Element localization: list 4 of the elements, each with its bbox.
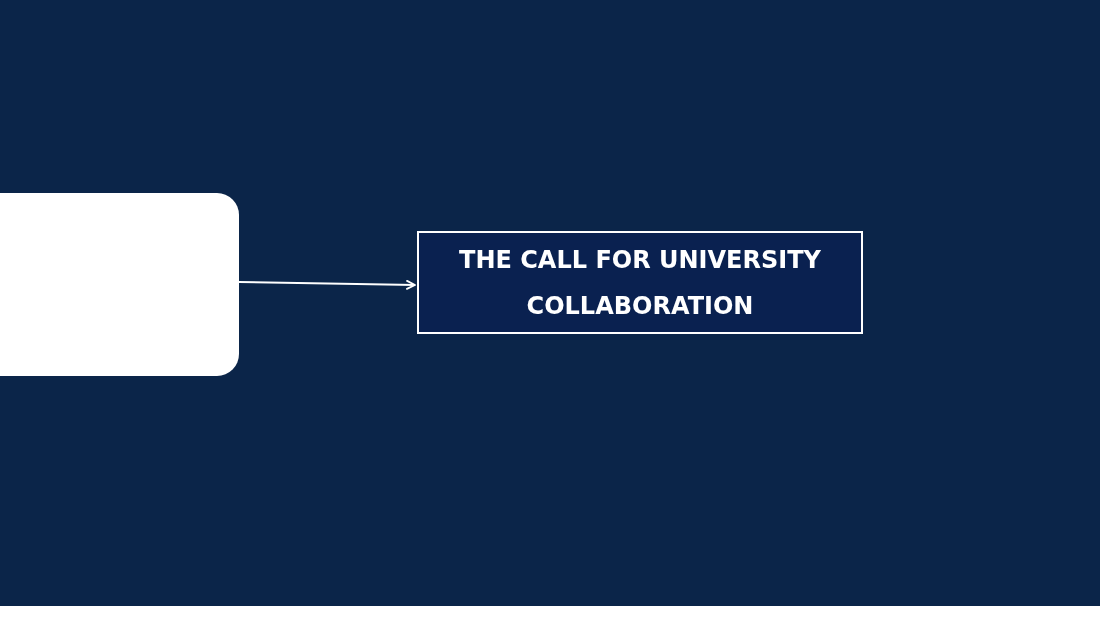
arrow (238, 279, 416, 290)
title-text: THE CALL FOR UNIVERSITY COLLABORATION (458, 244, 822, 322)
title-box (417, 231, 863, 334)
rounded-box (0, 193, 239, 376)
